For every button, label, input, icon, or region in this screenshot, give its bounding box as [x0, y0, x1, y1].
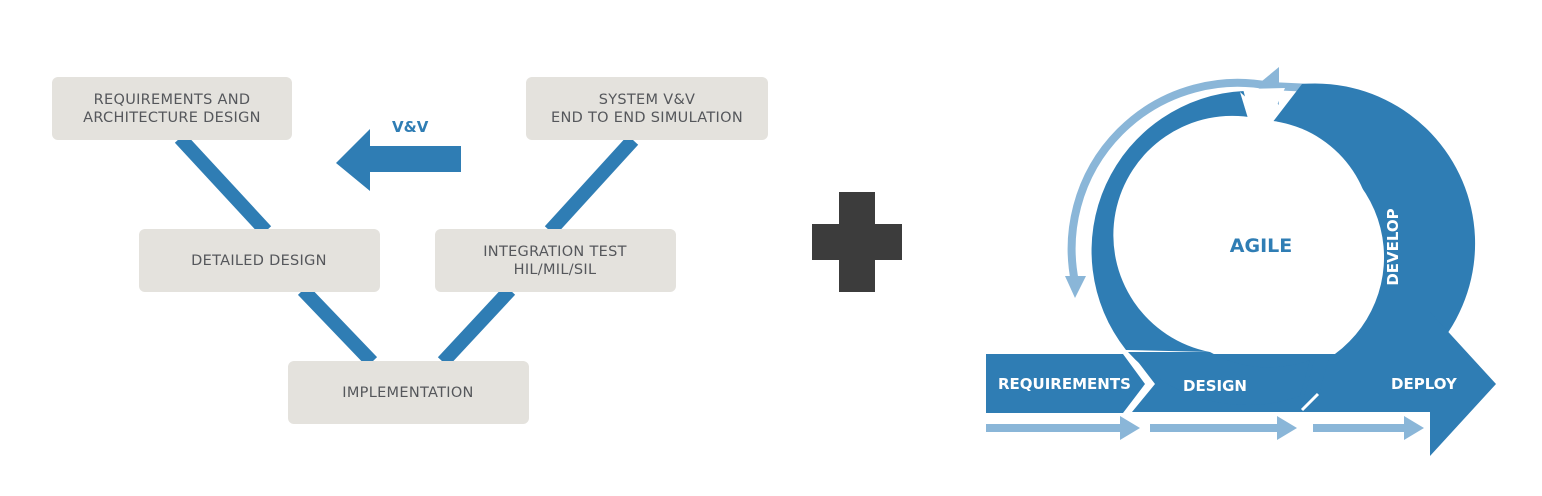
v-line-right-upper [544, 135, 639, 236]
v-line-right-lower [437, 285, 516, 367]
agile-develop-label: DEVELOP [1384, 208, 1402, 285]
agile-design-label: DESIGN [1183, 377, 1247, 395]
vv-arrow [336, 129, 461, 191]
integration-test-box [435, 229, 676, 292]
agile-cycle: AGILE TEST DEVELOP REQUIREMENTS DESIGN D… [986, 67, 1496, 456]
detailed-design-label: DETAILED DESIGN [191, 253, 327, 269]
agile-ring [1262, 83, 1476, 410]
requirements-architecture-line2: ARCHITECTURE DESIGN [83, 110, 261, 126]
detailed-design-box [139, 229, 380, 292]
agile-ring-bottom [1128, 352, 1310, 406]
integration-test-line2: HIL/MIL/SIL [514, 262, 597, 278]
design-deploy-notch [1300, 392, 1320, 412]
agile-requirements-label: REQUIREMENTS [998, 375, 1131, 393]
agile-ring-hole-redo [1146, 122, 1370, 346]
implementation-label: IMPLEMENTATION [342, 385, 473, 401]
integration-test-line1: INTEGRATION TEST [483, 244, 627, 260]
requirements-architecture-line1: REQUIREMENTS AND [94, 92, 251, 108]
system-vv-line2: END TO END SIMULATION [551, 110, 743, 126]
v-line-left-lower [297, 285, 378, 367]
agile-deploy-label: DEPLOY [1391, 375, 1458, 393]
system-vv-box [526, 77, 768, 140]
requirements-architecture-box [52, 77, 292, 140]
agile-center-label: AGILE [1230, 235, 1292, 257]
v-model: V&V REQUIREMENTS AND ARCHITECTURE DESIGN… [52, 77, 768, 424]
plus-icon [812, 192, 902, 292]
ring-gap-top-notch [1240, 92, 1258, 125]
system-vv-line1: SYSTEM V&V [599, 92, 696, 108]
implementation-box [288, 361, 529, 424]
agile-test-label: TEST [1117, 214, 1135, 256]
outer-cycle-arrowhead-left [1065, 276, 1086, 298]
bottom-flow-arrows [986, 416, 1424, 440]
design-deploy-separator [1300, 354, 1330, 412]
agile-ring-left [1091, 91, 1257, 352]
requirements-arrow [986, 354, 1145, 413]
v-line-left-upper [174, 133, 272, 236]
vv-arrow-label: V&V [392, 118, 429, 136]
